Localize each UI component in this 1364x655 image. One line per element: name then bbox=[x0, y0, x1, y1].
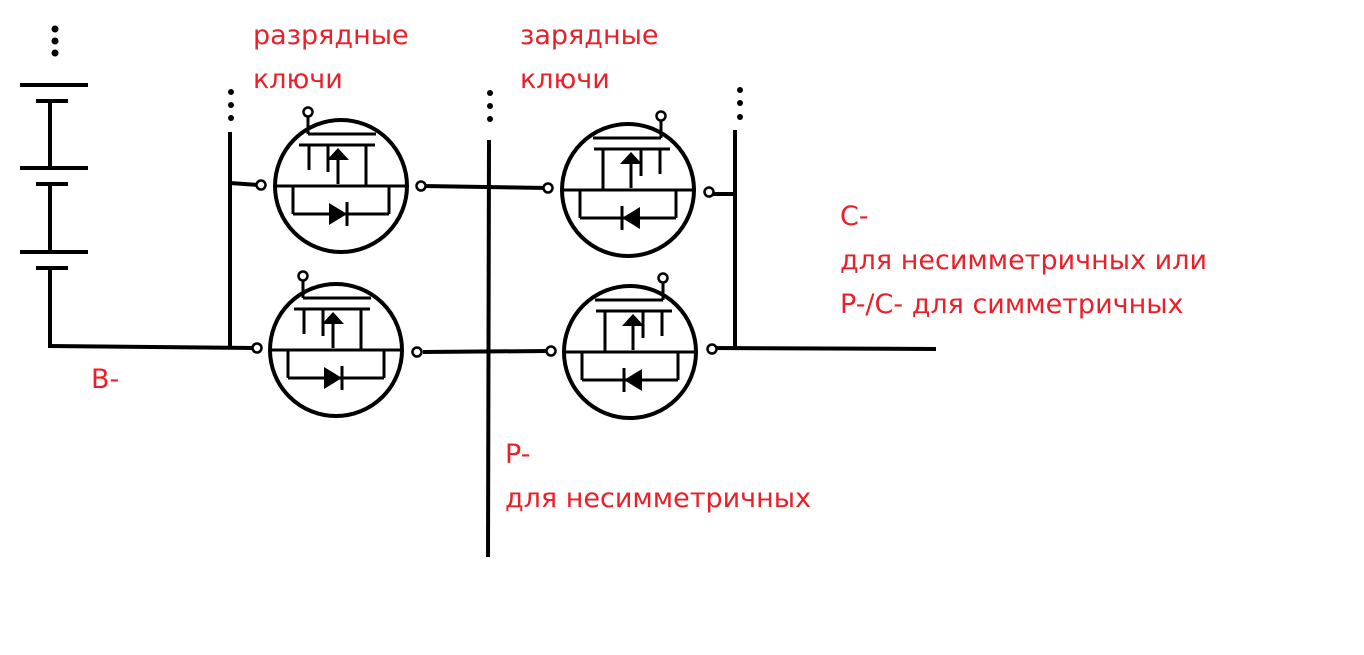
discharge-keys-line1: разрядные bbox=[253, 20, 409, 51]
c-minus-line2: для несимметричных или bbox=[840, 245, 1208, 276]
discharge-mosfet-1-icon bbox=[255, 105, 427, 254]
c-minus-label: C- для несимметричных или P-/C- для симм… bbox=[840, 195, 1207, 327]
c-minus-line1: C- bbox=[840, 201, 869, 232]
charge-keys-label: зарядные ключи bbox=[520, 14, 659, 102]
charge-keys-line1: зарядные bbox=[520, 20, 659, 51]
p-minus-bus bbox=[422, 90, 549, 558]
b-minus-wire bbox=[47, 89, 259, 350]
b-minus-label: B- bbox=[91, 364, 120, 395]
charge-mosfet-1-icon bbox=[542, 109, 715, 258]
p-minus-line2: для несимметричных bbox=[505, 483, 812, 514]
c-minus-bus bbox=[711, 87, 937, 351]
p-minus-label: P- для несимметричных bbox=[505, 433, 811, 521]
p-minus-line1: P- bbox=[505, 439, 531, 470]
discharge-mosfet-2-icon bbox=[251, 269, 423, 418]
battery-icon bbox=[20, 25, 88, 346]
discharge-keys-label: разрядные ключи bbox=[253, 14, 409, 102]
charge-keys-line2: ключи bbox=[520, 64, 610, 95]
c-minus-line3: P-/C- для симметричных bbox=[840, 289, 1184, 320]
charge-mosfet-2-icon bbox=[545, 271, 718, 420]
discharge-keys-line2: ключи bbox=[253, 64, 343, 95]
